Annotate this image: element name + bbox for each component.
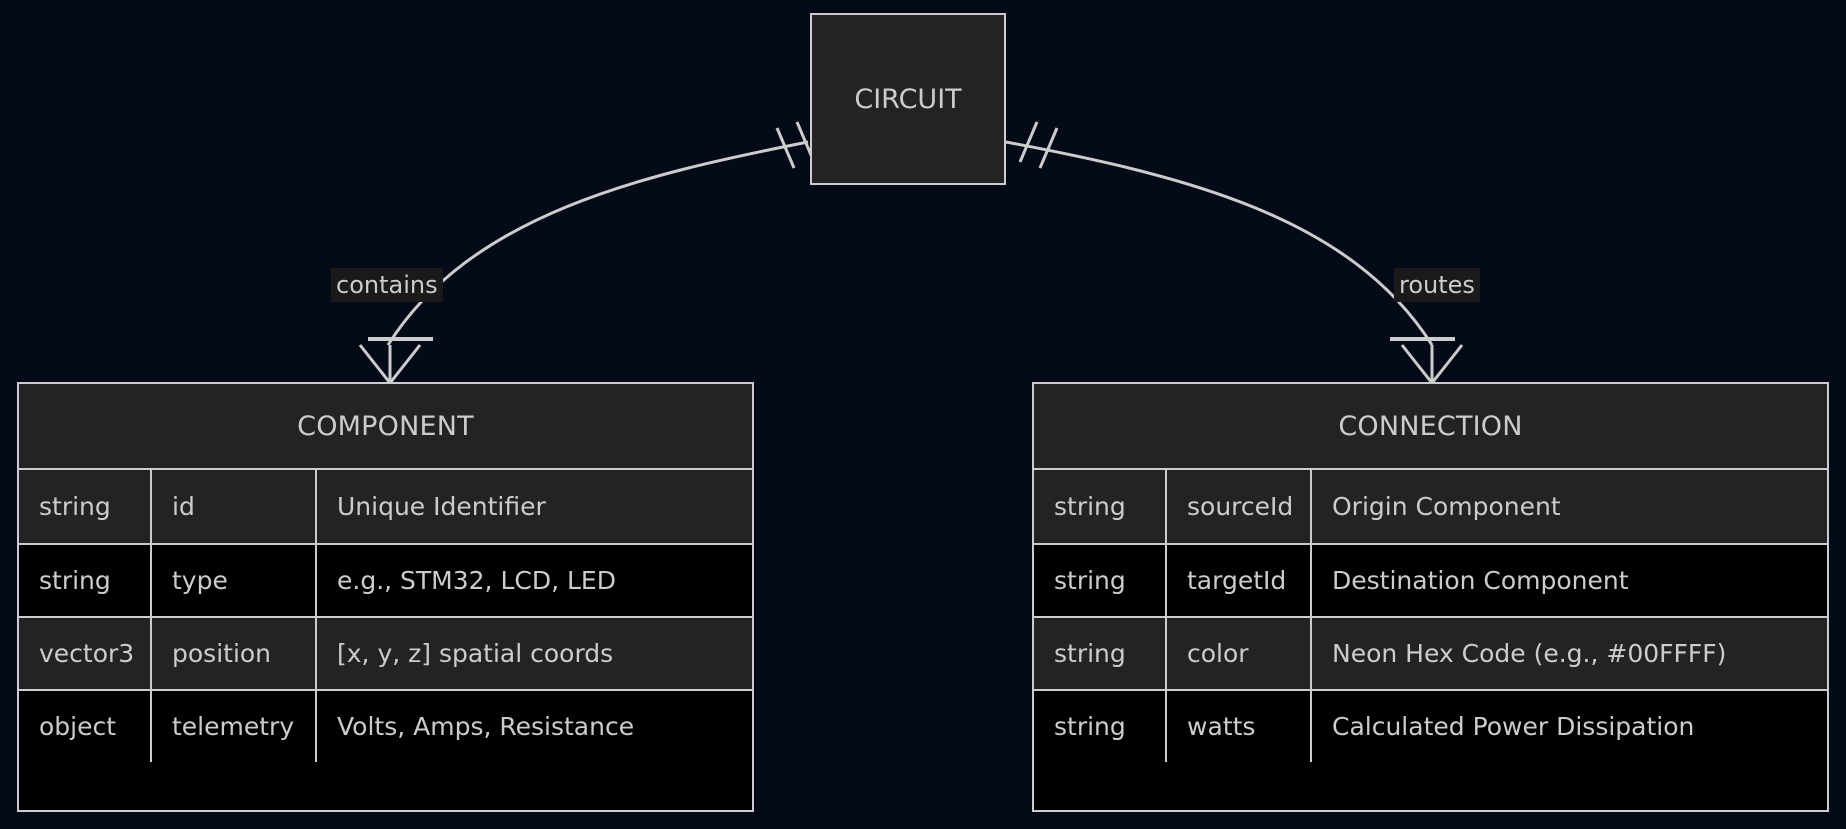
attribute-type: string <box>1054 492 1126 521</box>
edge-routes-many-marker <box>1400 344 1464 384</box>
entity-component-title: COMPONENT <box>19 384 752 470</box>
attribute-description: Origin Component <box>1310 470 1827 543</box>
attribute-name: position <box>150 618 315 689</box>
table-row[interactable]: object telemetry Volts, Amps, Resistance <box>19 689 752 762</box>
table-row[interactable]: string id Unique Identifier <box>19 470 752 543</box>
attribute-name: telemetry <box>150 691 315 762</box>
attribute-description: e.g., STM32, LCD, LED <box>315 545 752 616</box>
attribute-name: id <box>150 470 315 543</box>
attribute-type: string <box>1054 639 1126 668</box>
edge-contains-one-marker <box>775 121 816 169</box>
attribute-type: vector3 <box>39 639 135 668</box>
entity-component[interactable]: COMPONENT string id Unique Identifier st… <box>17 382 754 812</box>
attribute-type: string <box>39 566 111 595</box>
attribute-type: string <box>39 492 111 521</box>
table-row[interactable]: string watts Calculated Power Dissipatio… <box>1034 689 1827 762</box>
attribute-description: Destination Component <box>1310 545 1827 616</box>
table-row[interactable]: string targetId Destination Component <box>1034 543 1827 616</box>
attribute-name: color <box>1165 618 1310 689</box>
entity-connection[interactable]: CONNECTION string sourceId Origin Compon… <box>1032 382 1829 812</box>
attribute-name: targetId <box>1165 545 1310 616</box>
entity-circuit[interactable]: CIRCUIT <box>810 13 1006 185</box>
edge-contains-many-marker <box>358 344 422 384</box>
attribute-description: Volts, Amps, Resistance <box>315 691 752 762</box>
attribute-description: Neon Hex Code (e.g., #00FFFF) <box>1310 618 1827 689</box>
attribute-name: sourceId <box>1165 470 1310 543</box>
attribute-description: Unique Identifier <box>315 470 752 543</box>
entity-connection-title: CONNECTION <box>1034 384 1827 470</box>
attribute-name: watts <box>1165 691 1310 762</box>
edge-routes-one-marker <box>1018 121 1059 169</box>
edge-contains-line <box>386 140 809 346</box>
attribute-type: string <box>1054 712 1126 741</box>
attribute-description: Calculated Power Dissipation <box>1310 691 1827 762</box>
attribute-type: string <box>1054 566 1126 595</box>
entity-circuit-label: CIRCUIT <box>854 83 962 115</box>
relationship-label-contains[interactable]: contains <box>331 268 443 302</box>
attribute-description: [x, y, z] spatial coords <box>315 618 752 689</box>
table-row[interactable]: string color Neon Hex Code (e.g., #00FFF… <box>1034 616 1827 689</box>
attribute-name: type <box>150 545 315 616</box>
table-row[interactable]: string sourceId Origin Component <box>1034 470 1827 543</box>
table-row[interactable]: string type e.g., STM32, LCD, LED <box>19 543 752 616</box>
table-row[interactable]: vector3 position [x, y, z] spatial coord… <box>19 616 752 689</box>
relationship-label-routes[interactable]: routes <box>1394 268 1480 302</box>
attribute-type: object <box>39 712 117 741</box>
edge-routes-line <box>1005 140 1434 346</box>
